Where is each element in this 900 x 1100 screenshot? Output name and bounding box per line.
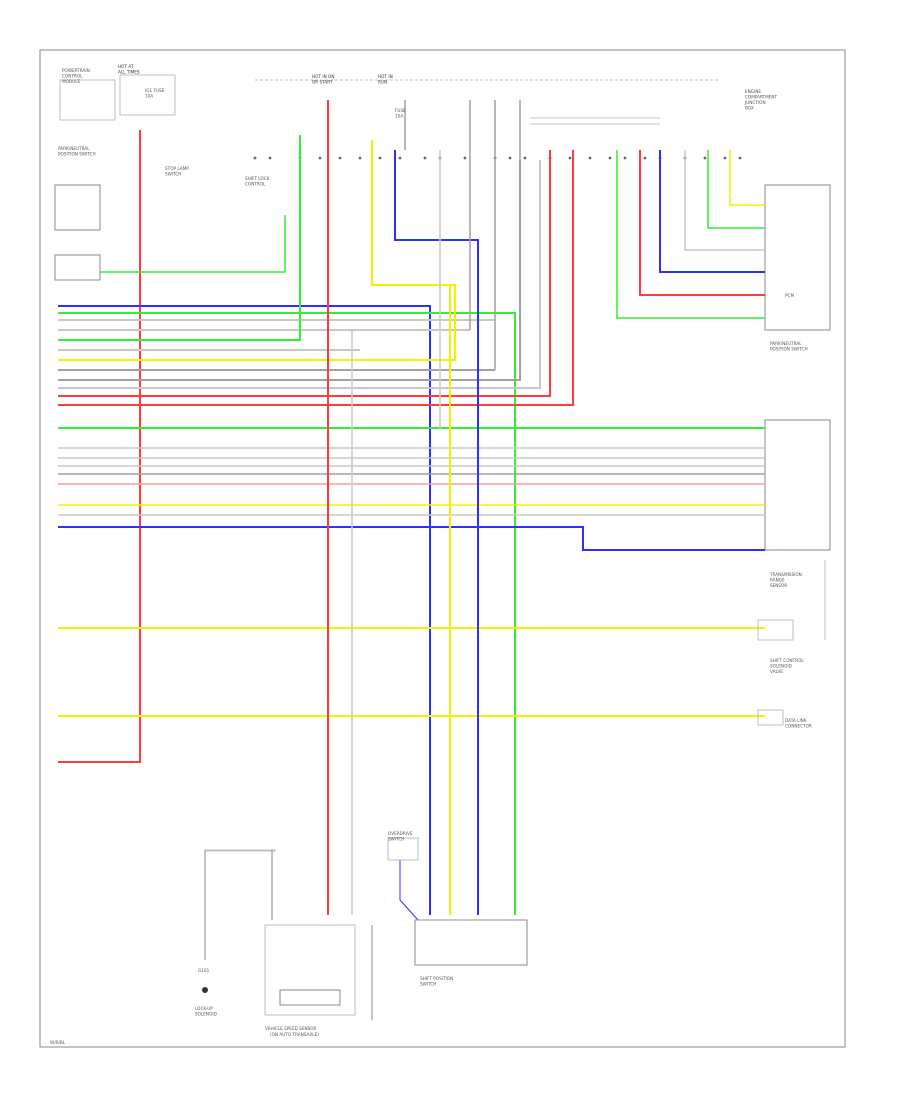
wire-green-right2	[707, 150, 765, 229]
label-junction: JUNCTION	[744, 100, 766, 105]
label-ground: G101	[198, 968, 210, 973]
connector-pin	[463, 156, 467, 160]
connector-pin	[523, 156, 527, 160]
wire-group	[58, 100, 765, 921]
label-right-low1: SOLENOID	[770, 664, 792, 669]
label-shift-lock: CONTROL	[245, 182, 266, 187]
connector-pin	[738, 156, 742, 160]
connector-pin	[318, 156, 322, 160]
label-right-mid: RANGE	[770, 578, 785, 583]
label-stop-lamp: SWITCH	[165, 172, 181, 177]
label-right-low1: SHIFT CONTROL	[770, 658, 804, 663]
connector-pin	[338, 156, 342, 160]
connector-pin	[643, 156, 647, 160]
label-pcm-note: POSITION SWITCH	[58, 152, 96, 157]
connector-pin	[723, 156, 727, 160]
label-hot-ign: OR START	[312, 80, 333, 85]
label-overdrive: OVERDRIVE	[388, 831, 413, 836]
speed-sensor-coil	[279, 989, 341, 1006]
connector-pin	[423, 156, 427, 160]
label-right-low2: CONNECTOR	[785, 724, 812, 729]
label-hot-all: ALL TIMES	[118, 70, 140, 75]
solenoid-box	[757, 619, 794, 641]
switch-box-left2	[54, 254, 101, 281]
label-shift-switch: SHIFT POSITION	[420, 976, 453, 981]
label-junction: COMPARTMENT	[745, 95, 778, 100]
label-right-mid: SENSOR	[770, 583, 787, 588]
label-junction: ENGINE	[745, 89, 761, 94]
fuse-box-top	[119, 74, 176, 116]
connector-pin	[378, 156, 382, 160]
wire-red-right	[639, 150, 765, 296]
label-speed-sensor: VEHICLE SPEED SENSOR	[265, 1026, 317, 1031]
label-fuse2: 15A	[395, 114, 403, 119]
label-lock-sol: SOLENOID	[195, 1012, 217, 1017]
overdrive-switch-box	[387, 837, 419, 861]
wire-overdrive	[399, 860, 419, 921]
wire-bus-1	[58, 312, 516, 915]
wire-bus-10	[58, 150, 551, 397]
connector-box-upper	[764, 184, 831, 331]
label-footer: W/R/BL	[50, 1040, 66, 1045]
wire-lgray-right	[684, 150, 765, 251]
speed-sensor-box	[264, 924, 356, 1016]
label-hot-run: HOT IN	[378, 74, 393, 79]
wire-blue-mid	[58, 526, 765, 551]
switch-box-left	[54, 184, 101, 231]
label-right-upper: POSITION SWITCH	[770, 347, 808, 352]
dlc-box	[757, 709, 784, 726]
label-ign-fuse: IG1 FUSE	[145, 88, 165, 93]
label-fuse-left: CONTROL	[62, 74, 83, 79]
label-junction: BOX	[745, 106, 754, 111]
label-fuse2: FUSE	[395, 108, 406, 113]
module-box-topleft	[59, 79, 116, 121]
connector-pin	[508, 156, 512, 160]
wire-green-right	[616, 150, 765, 319]
bottom-bar	[204, 849, 276, 852]
label-pcm-note: PARK/NEUTRAL	[58, 146, 90, 151]
label-right-mid-box: PCM	[785, 293, 794, 298]
wire-blue-vert	[394, 150, 479, 915]
connector-pin	[568, 156, 572, 160]
label-right-low1: VALVE	[770, 669, 783, 674]
connector-pin	[398, 156, 402, 160]
label-shift-lock: SHIFT LOCK	[245, 176, 270, 181]
wire-blue-right	[659, 150, 765, 273]
wire-yellow-right	[729, 150, 765, 206]
wire-bus-11	[58, 150, 574, 406]
connector-pin	[608, 156, 612, 160]
connector-pin	[253, 156, 257, 160]
label-right-mid: TRANSMISSION	[769, 572, 802, 577]
wire-green-left	[100, 215, 286, 273]
label-overdrive: SWITCH	[388, 837, 404, 842]
label-fuse-left: POWERTRAIN	[62, 68, 90, 73]
label-ign-fuse: 10A	[145, 94, 153, 99]
label-right-low2: DATA LINK	[785, 718, 807, 723]
ground-icon	[202, 987, 208, 993]
connector-pin	[588, 156, 592, 160]
connector-pin	[623, 156, 627, 160]
wire-yellow-vert	[371, 140, 451, 915]
label-right-upper: PARK/NEUTRAL	[770, 341, 802, 346]
label-hot-run: RUN	[378, 80, 387, 85]
label-stop-lamp: STOP LAMP	[165, 166, 189, 171]
shift-switch-box	[414, 919, 528, 966]
connector-pin	[268, 156, 272, 160]
wire-bus-0	[58, 305, 431, 915]
label-shift-switch: SWITCH	[420, 982, 436, 987]
connector-box-middle	[764, 419, 831, 551]
pin-row-top	[253, 156, 742, 160]
label-hot-ign: HOT IN ON	[312, 74, 334, 79]
label-fuse-left: MODULE	[62, 79, 81, 84]
connector-pin	[703, 156, 707, 160]
wire-bus-9	[58, 160, 541, 389]
label-hot-all: HOT AT	[118, 64, 134, 69]
connector-pin	[358, 156, 362, 160]
label-speed-sensor-sub: (ON AUTO TRANSAXLE)	[270, 1032, 319, 1037]
diagram-frame	[39, 49, 846, 1048]
wire-red-main	[58, 130, 141, 763]
label-lock-sol: LOCK-UP	[195, 1006, 213, 1011]
